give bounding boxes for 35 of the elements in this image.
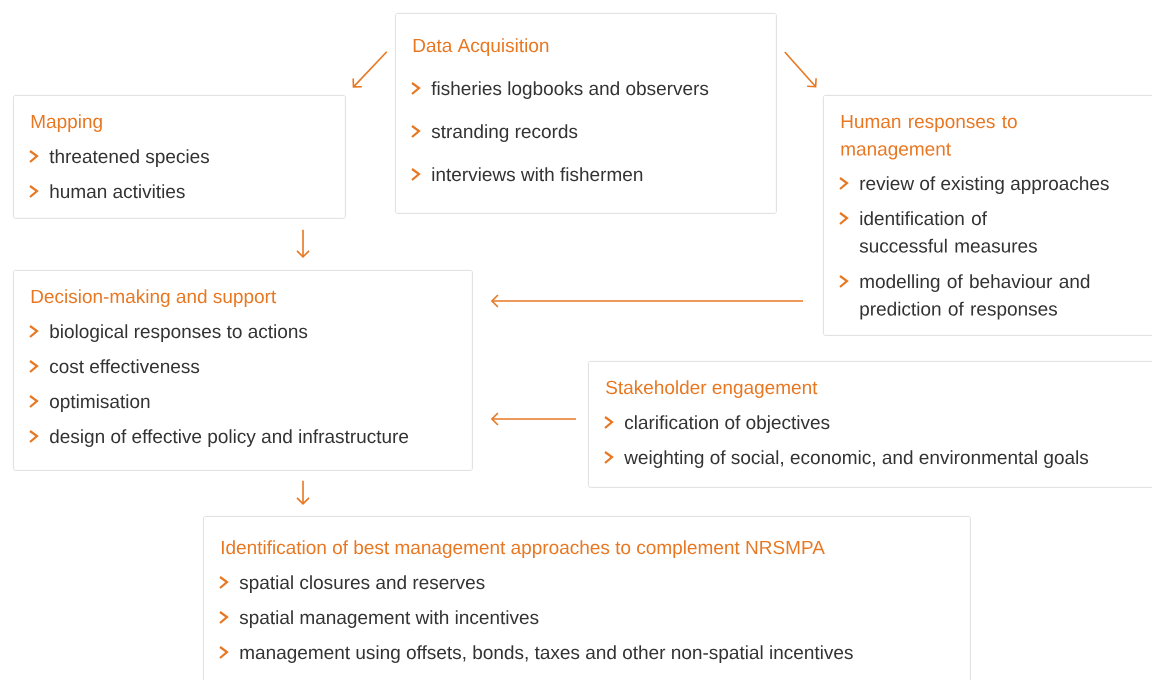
arrow — [296, 480, 310, 505]
box-heading: Mapping — [31, 114, 102, 132]
list-item: modelling of behaviour and prediction of responses — [839, 274, 1090, 320]
box-heading: Identification of best management approaches to complement NRSMPA — [221, 540, 825, 558]
list-item: optimisation — [29, 394, 150, 412]
list-item: stranding records — [411, 124, 578, 142]
process-box — [203, 516, 971, 680]
list-item: biological responses to actions — [29, 324, 308, 342]
arrow — [296, 229, 310, 258]
list-item: spatial management with incentives — [219, 610, 539, 628]
arrow — [352, 50, 388, 88]
list-item: design of effective policy and infrastructure — [29, 429, 409, 447]
process-box — [823, 95, 1152, 336]
process-box — [13, 95, 346, 219]
process-box — [395, 13, 777, 214]
arrow — [490, 412, 577, 426]
list-item: cost effectiveness — [29, 359, 200, 374]
arrow — [783, 51, 817, 88]
list-item: weighting of social, economic, and environmental goals — [604, 450, 1089, 468]
arrow — [490, 294, 804, 308]
list-item: clarification of objectives — [604, 415, 830, 433]
list-item: management using offsets, bonds, taxes and other non-spatial incentives — [219, 645, 853, 663]
process-box — [588, 361, 1152, 488]
box-heading: Data Acquisition — [413, 38, 549, 56]
box-heading: Decision-making and support — [31, 289, 277, 307]
list-item: fisheries logbooks and observers — [411, 81, 709, 99]
list-item: interviews with fishermen — [411, 167, 643, 182]
list-item: spatial closures and reserves — [219, 575, 485, 593]
box-heading: Stakeholder engagement — [606, 380, 818, 398]
list-item: identification of successful measures — [839, 211, 1037, 253]
process-box — [13, 270, 473, 471]
list-item: threatened species — [29, 149, 210, 167]
list-item: human activities — [29, 184, 185, 199]
list-item: review of existing approaches — [839, 176, 1109, 194]
box-heading: Human responses to management — [841, 114, 1017, 160]
